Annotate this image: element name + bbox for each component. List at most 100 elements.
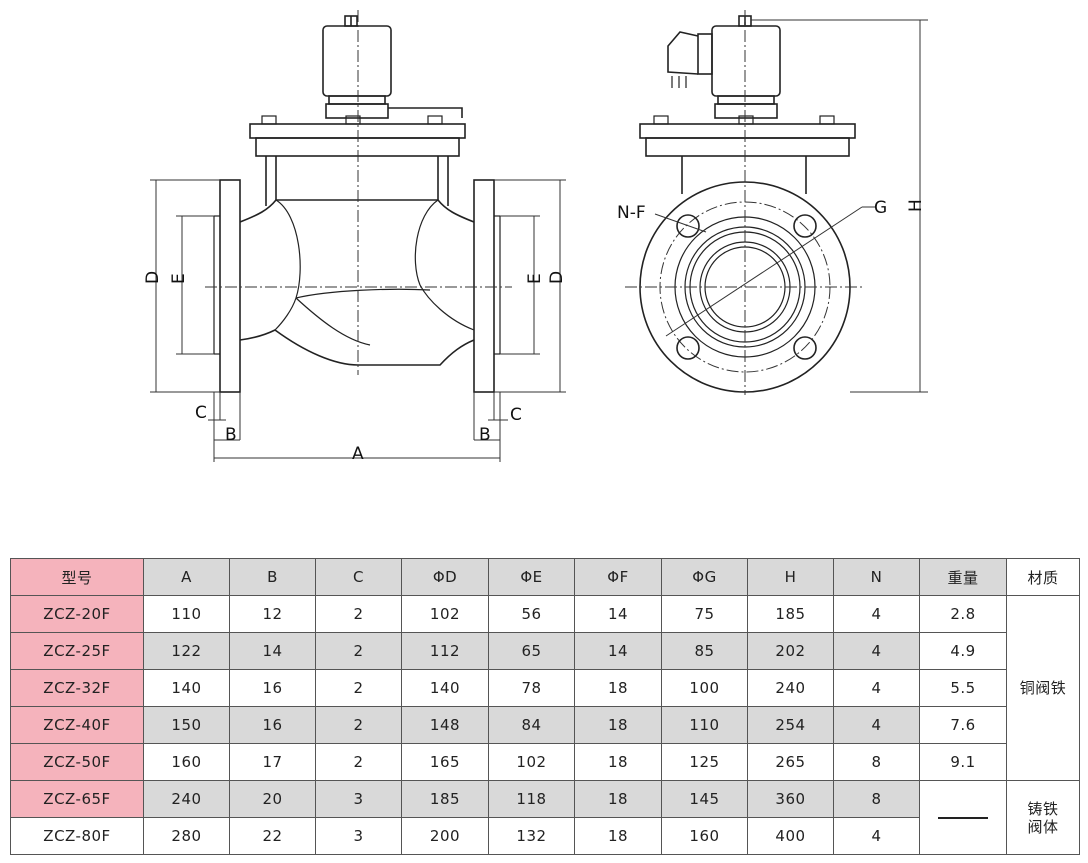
- table-cell: 280: [143, 817, 230, 855]
- table-cell: 75: [661, 595, 748, 633]
- table-cell: 8: [833, 780, 920, 818]
- dim-label-c-left: C: [195, 403, 207, 423]
- table-header-row: 型号 A B C ΦD ΦE ΦF ΦG H N 重量 材质: [10, 558, 1080, 596]
- dim-label-nf: N-F: [617, 203, 646, 223]
- table-cell: 148: [401, 706, 489, 744]
- spec-table: 型号 A B C ΦD ΦE ΦF ΦG H N 重量 材质 ZCZ-20F 1…: [10, 558, 1080, 855]
- table-cell: 110: [143, 595, 230, 633]
- table-row: ZCZ-65F 240 20 3 185 118 18 145 360 8 铸铁…: [10, 780, 1080, 855]
- table-cell: 3: [315, 780, 402, 818]
- dim-label-b-right: B: [479, 425, 491, 445]
- weight-dash-cell: [919, 780, 1007, 855]
- table-row: ZCZ-50F 160 17 2 165 102 18 125 265 8 9.…: [10, 743, 1080, 781]
- header-cell: ΦF: [574, 558, 662, 596]
- table-cell: 12: [229, 595, 316, 633]
- table-cell: 185: [747, 595, 834, 633]
- table-cell: 8: [833, 743, 920, 781]
- table-cell: 65: [488, 632, 575, 670]
- table-cell: 14: [574, 632, 662, 670]
- table-cell: 150: [143, 706, 230, 744]
- model-cell: ZCZ-80F: [10, 817, 144, 855]
- material-cast-cell: 铸铁 阀体: [1006, 780, 1080, 855]
- table-cell: 240: [747, 669, 834, 707]
- table-cell: 160: [661, 817, 748, 855]
- table-cell: 202: [747, 632, 834, 670]
- header-cell: 材质: [1006, 558, 1080, 596]
- valve-technical-drawing: A B B C C D E E D: [143, 10, 928, 464]
- dim-label-h: H: [906, 199, 926, 212]
- table-cell: 110: [661, 706, 748, 744]
- weight-cell: 4.9: [919, 632, 1007, 670]
- table-cell: 16: [229, 706, 316, 744]
- table-row: ZCZ-80F 280 22 3 200 132 18 160 400 4: [10, 817, 1080, 855]
- front-view: A B B C C D E E D: [143, 10, 567, 464]
- table-cell: 200: [401, 817, 489, 855]
- table-cell: 56: [488, 595, 575, 633]
- table-cell: 140: [401, 669, 489, 707]
- table-cell: 4: [833, 706, 920, 744]
- table-cell: 100: [661, 669, 748, 707]
- table-cell: 265: [747, 743, 834, 781]
- dash-line: [938, 817, 988, 819]
- table-cell: 360: [747, 780, 834, 818]
- table-cell: 165: [401, 743, 489, 781]
- dim-label-a: A: [352, 444, 364, 464]
- dim-label-d-left: D: [143, 271, 163, 284]
- material-copper-cell: 铜阀铁: [1006, 595, 1080, 781]
- table-cell: 185: [401, 780, 489, 818]
- model-cell: ZCZ-20F: [10, 595, 144, 633]
- table-row: ZCZ-32F 140 16 2 140 78 18 100 240 4 5.5: [10, 669, 1080, 707]
- header-cell: ΦG: [661, 558, 748, 596]
- table-cell: 4: [833, 595, 920, 633]
- dim-label-d-right: D: [547, 271, 567, 284]
- model-cell: ZCZ-65F: [10, 780, 144, 818]
- table-cell: 84: [488, 706, 575, 744]
- table-cell: 3: [315, 817, 402, 855]
- header-cell: H: [747, 558, 834, 596]
- table-cell: 132: [488, 817, 575, 855]
- table-cell: 18: [574, 743, 662, 781]
- table-row: ZCZ-25F 122 14 2 112 65 14 85 202 4 4.9: [10, 632, 1080, 670]
- table-cell: 400: [747, 817, 834, 855]
- weight-cell: 7.6: [919, 706, 1007, 744]
- table-cell: 22: [229, 817, 316, 855]
- weight-cell: 5.5: [919, 669, 1007, 707]
- table-cell: 240: [143, 780, 230, 818]
- table-row: ZCZ-40F 150 16 2 148 84 18 110 254 4 7.6: [10, 706, 1080, 744]
- header-cell: B: [229, 558, 316, 596]
- table-cell: 2: [315, 669, 402, 707]
- material-cast-line2: 阀体: [1027, 817, 1059, 836]
- weight-cell: 9.1: [919, 743, 1007, 781]
- dim-label-e-right: E: [525, 273, 545, 284]
- model-cell: ZCZ-40F: [10, 706, 144, 744]
- table-row: ZCZ-20F 110 12 2 102 56 14 75 185 4 2.8 …: [10, 595, 1080, 781]
- table-cell: 14: [574, 595, 662, 633]
- table-cell: 18: [574, 706, 662, 744]
- table-cell: 2: [315, 706, 402, 744]
- header-cell: ΦD: [401, 558, 489, 596]
- table-cell: 14: [229, 632, 316, 670]
- table-cell: 2: [315, 743, 402, 781]
- header-cell: 型号: [10, 558, 144, 596]
- table-cell: 254: [747, 706, 834, 744]
- table-cell: 16: [229, 669, 316, 707]
- table-cell: 122: [143, 632, 230, 670]
- side-view: N-F G H: [617, 10, 928, 395]
- table-cell: 145: [661, 780, 748, 818]
- table-cell: 4: [833, 632, 920, 670]
- table-cell: 2: [315, 595, 402, 633]
- header-cell: C: [315, 558, 402, 596]
- model-cell: ZCZ-25F: [10, 632, 144, 670]
- material-cast-line1: 铸铁: [1027, 799, 1059, 818]
- table-cell: 17: [229, 743, 316, 781]
- table-cell: 18: [574, 817, 662, 855]
- dim-label-c-right: C: [510, 405, 522, 425]
- dim-label-g: G: [874, 198, 887, 218]
- model-cell: ZCZ-32F: [10, 669, 144, 707]
- dim-label-e-left: E: [169, 273, 189, 284]
- weight-cell: 2.8: [919, 595, 1007, 633]
- table-cell: 20: [229, 780, 316, 818]
- table-cell: 102: [488, 743, 575, 781]
- table-cell: 4: [833, 817, 920, 855]
- table-cell: 18: [574, 780, 662, 818]
